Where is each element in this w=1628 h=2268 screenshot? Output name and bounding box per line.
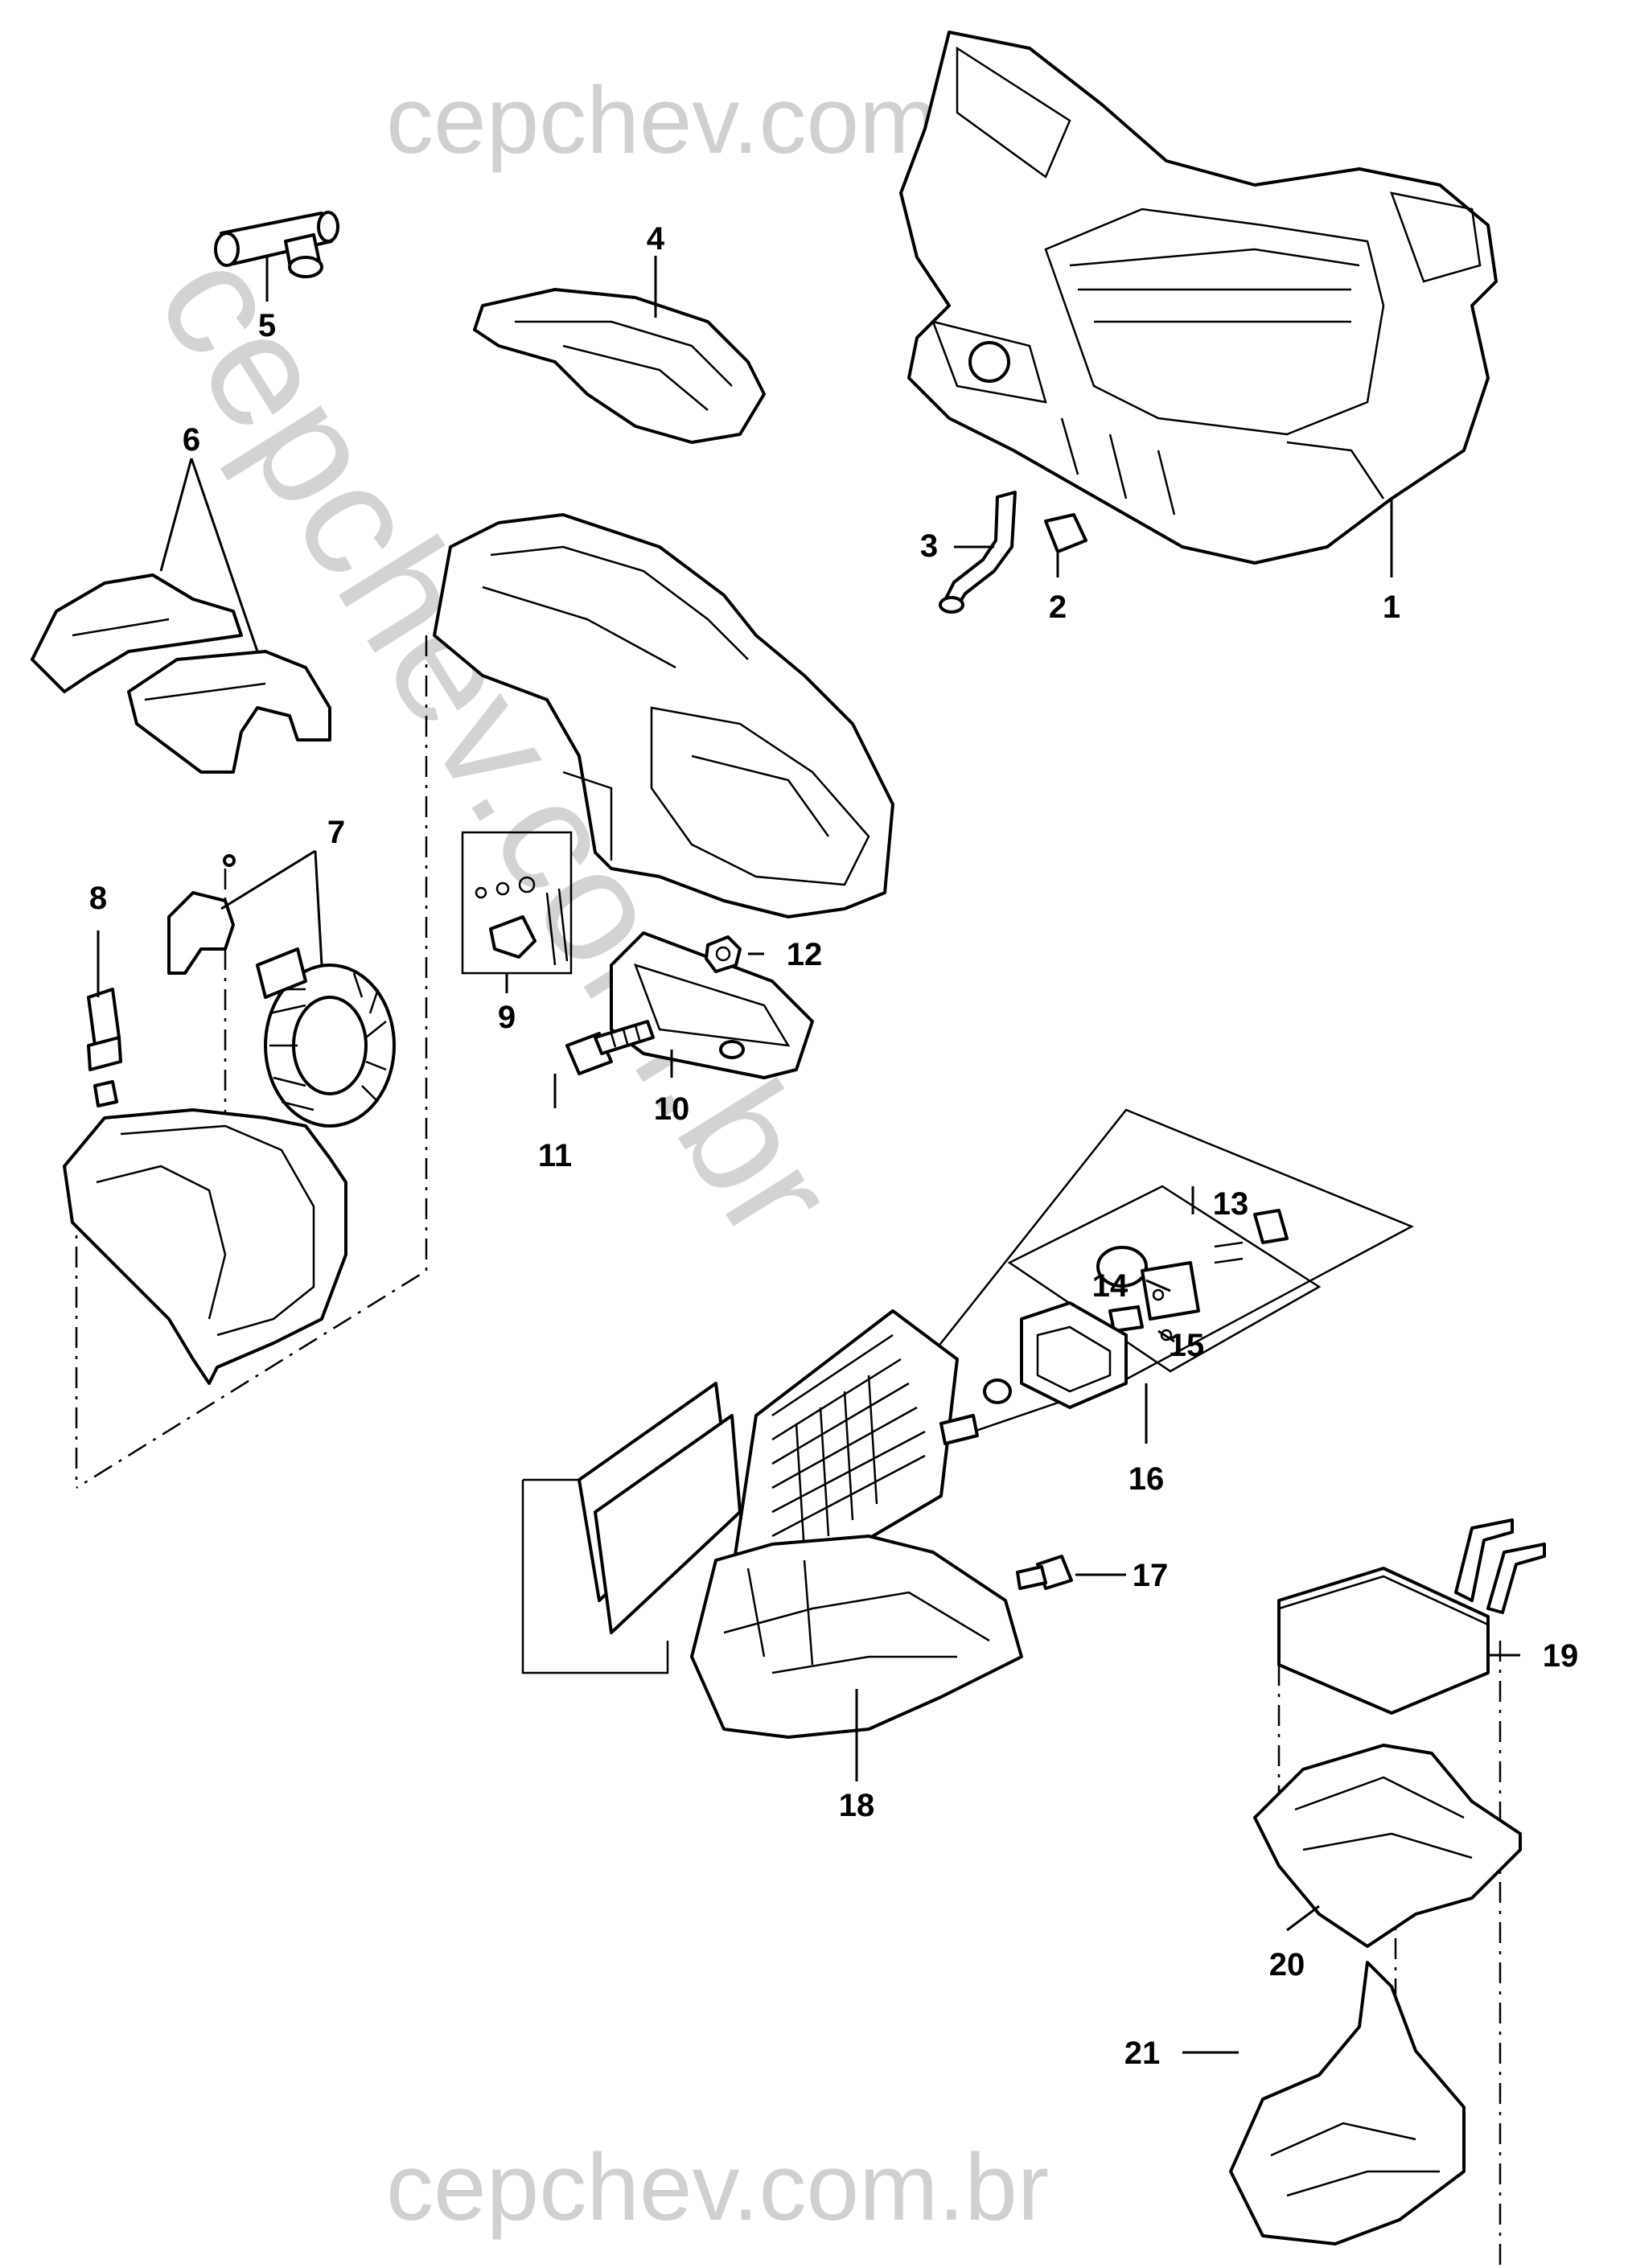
clip-part-2: [1044, 513, 1087, 553]
callout-20: 20: [1269, 1947, 1305, 1982]
callout-4: 4: [647, 221, 665, 257]
drain-hose-part-3: [939, 491, 1017, 614]
callout-16: 16: [1128, 1461, 1165, 1497]
t-connector-part-5: [214, 211, 339, 278]
evaporator-core-part-16: [730, 1301, 1128, 1578]
blower-housing: [63, 1108, 347, 1385]
duct-covers-part-6: [31, 573, 331, 774]
callout-11: 11: [538, 1138, 572, 1173]
hvac-main-housing: [899, 31, 1498, 565]
callout-3: 3: [920, 528, 938, 564]
callout-15: 15: [1169, 1328, 1205, 1363]
callout-14: 14: [1092, 1268, 1128, 1304]
assembly-line-left: [76, 635, 428, 1489]
callout-17: 17: [1133, 1558, 1169, 1593]
leader-lines: [97, 256, 1520, 2054]
watermark-bottom: cepchev.com.br: [386, 2134, 1049, 2241]
lower-heater-duct-part-21: [1229, 1961, 1466, 2245]
callout-9: 9: [498, 1000, 516, 1035]
filter-panels: [521, 1382, 742, 1674]
callout-6: 6: [183, 422, 200, 458]
callout-1: 1: [1383, 590, 1400, 625]
lower-case-part-18: [690, 1535, 1023, 1739]
callout-13: 13: [1213, 1186, 1249, 1222]
blower-motor-part-7: [167, 854, 396, 1128]
callout-5: 5: [258, 308, 276, 343]
bolt-part-11: [565, 1020, 655, 1075]
callout-2: 2: [1049, 590, 1067, 625]
callout-12: 12: [787, 937, 823, 972]
nut-part-12: [705, 935, 742, 973]
callout-21: 21: [1124, 2036, 1161, 2071]
callout-10: 10: [654, 1091, 690, 1127]
callout-19: 19: [1543, 1638, 1579, 1674]
heater-housing-part-20: [1253, 1744, 1522, 1948]
callout-7: 7: [327, 815, 345, 850]
callout-18: 18: [839, 1788, 875, 1823]
cover-part-4: [473, 288, 766, 444]
resistor-part-8: [87, 988, 122, 1107]
screw-part-17: [1016, 1555, 1073, 1590]
heater-core-part-19: [1277, 1518, 1546, 1715]
linkage-assembly-part-9: [461, 831, 573, 975]
callout-8: 8: [89, 881, 107, 916]
upper-case: [433, 513, 894, 918]
